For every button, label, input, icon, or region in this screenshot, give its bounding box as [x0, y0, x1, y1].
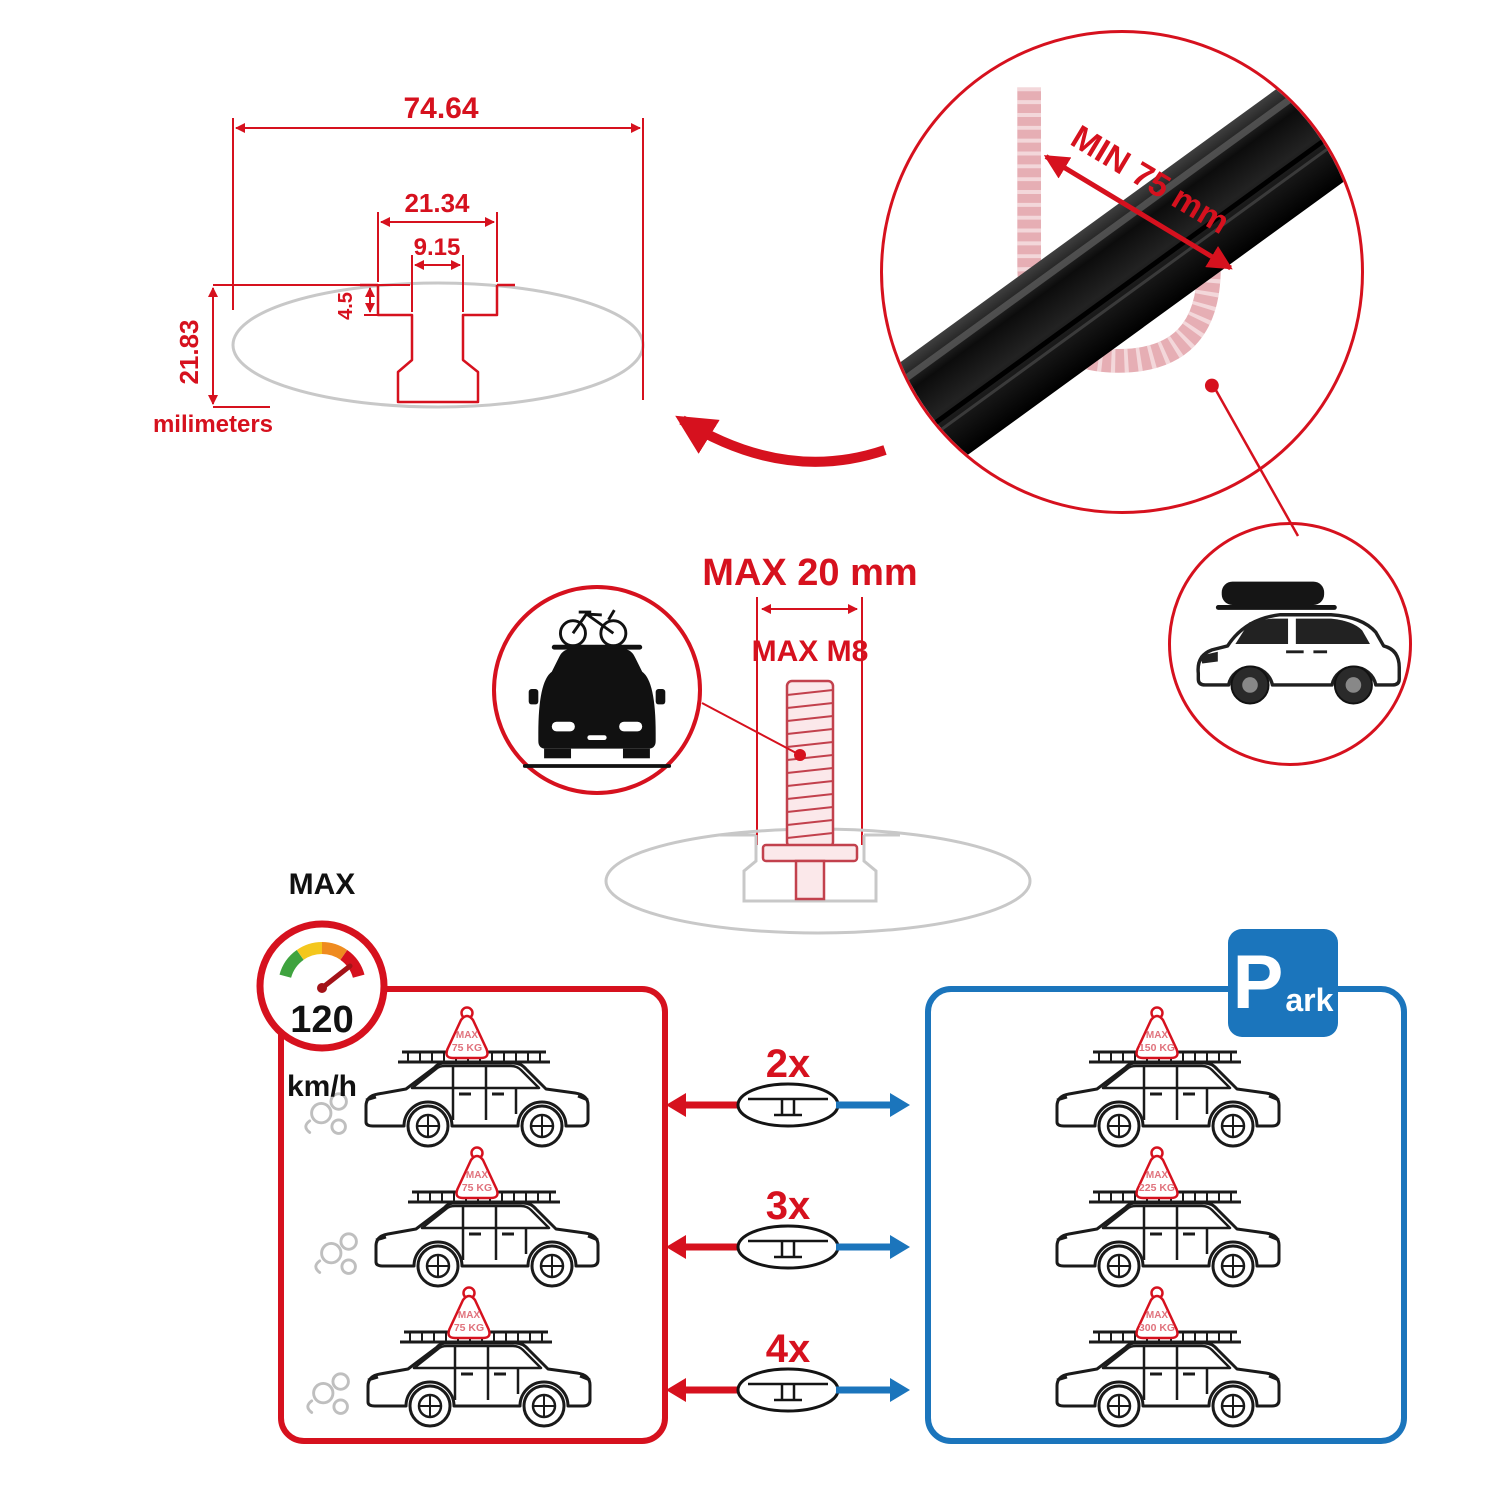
multiplier-label: 2x	[766, 1042, 811, 1086]
dim-total-height: 21.83	[174, 284, 390, 408]
car-front-silhouette	[522, 648, 672, 768]
t-slot-profile	[360, 283, 515, 404]
units-label: milimeters	[153, 411, 273, 438]
park-sign-p: P	[1232, 939, 1284, 1025]
bolt-illustration	[761, 679, 859, 901]
tag-load-value: 75 KG	[462, 1182, 492, 1194]
tag-load-value: 300 KG	[1139, 1322, 1175, 1334]
load-tag-parked-1: MAX 150 KG	[1135, 1006, 1179, 1060]
crossbar-count-row-2x: 2x	[666, 1042, 910, 1128]
tag-max-label: MAX	[466, 1170, 489, 1181]
suv-illustration	[1196, 581, 1401, 705]
dim-total-height-label: 21.83	[174, 319, 204, 384]
dim-slot-width: 9.15	[411, 234, 464, 312]
dim-total-width: 74.64	[232, 92, 644, 400]
dim-slot-width-label: 9.15	[414, 234, 461, 261]
dim-total-width-label: 74.64	[403, 92, 478, 125]
tag-max-label: MAX	[1146, 1030, 1169, 1041]
tag-max-label: MAX	[1146, 1170, 1169, 1181]
left-arrowhead	[666, 1235, 686, 1259]
gauge-needle	[319, 963, 353, 991]
park-sign-ark: ark	[1285, 982, 1334, 1018]
crossbar-profile-icon	[736, 1224, 840, 1270]
bolt-leader-line	[701, 702, 801, 756]
tag-max-label: MAX	[1146, 1310, 1169, 1321]
crossbar-detail-circle: MIN 75 mm	[880, 30, 1364, 514]
dim-channel-width: 21.34	[377, 188, 498, 282]
bike-car-circle	[492, 585, 702, 795]
bike-icon	[559, 609, 628, 648]
crossbar-count-diagram: 2x 3x 4x	[666, 1042, 910, 1413]
multiplier-label: 4x	[766, 1327, 811, 1371]
multiplier-label: 3x	[766, 1184, 811, 1228]
load-tag-parked-2: MAX 225 KG	[1135, 1146, 1179, 1200]
speed-limit-gauge: MAX 120 km/h	[256, 868, 388, 1103]
crossbar-count-row-4x: 4x	[666, 1327, 910, 1413]
dim-channel-width-label: 21.34	[404, 188, 470, 218]
max-thread-label: MAX M8	[752, 635, 869, 668]
gauge-value: 120	[290, 999, 353, 1041]
park-sign: P ark	[1228, 929, 1338, 1037]
gauge-pivot	[317, 983, 327, 993]
dimension-drawing: 74.64 21.34 9.15 4.5 21.83 milimeters	[153, 92, 645, 438]
bike-car-illustration	[522, 609, 672, 768]
gauge-max-label: MAX	[289, 868, 356, 901]
gauge-unit: km/h	[287, 1070, 357, 1103]
crossbar-count-row-3x: 3x	[666, 1184, 910, 1270]
dim-flange-depth-label: 4.5	[335, 292, 357, 320]
right-arrowhead	[890, 1235, 910, 1259]
max-width-label: MAX 20 mm	[702, 552, 917, 594]
crossbar-profile-icon	[736, 1367, 840, 1413]
load-tag-driving-1: MAX 75 KG	[445, 1006, 489, 1060]
right-arrowhead	[890, 1093, 910, 1117]
pointer-arrow	[675, 415, 887, 467]
tag-load-value: 150 KG	[1139, 1042, 1175, 1054]
roofbox-suv-circle	[1168, 522, 1412, 766]
right-arrowhead	[890, 1378, 910, 1402]
load-tag-parked-3: MAX 300 KG	[1135, 1286, 1179, 1340]
gauge-arc	[279, 942, 365, 979]
tag-load-value: 75 KG	[454, 1322, 484, 1334]
crossbar-image: MIN 75 mm	[883, 33, 1361, 511]
bolt-diagram: MAX 20 mm MAX M8	[604, 552, 1032, 935]
tag-load-value: 75 KG	[452, 1042, 482, 1054]
tag-max-label: MAX	[456, 1030, 479, 1041]
detail-connector-line	[1211, 384, 1300, 537]
tag-load-value: 225 KG	[1139, 1182, 1175, 1194]
bar-section-ellipse	[231, 281, 645, 409]
crossbar-profile-icon	[736, 1082, 840, 1128]
left-arrowhead	[666, 1093, 686, 1117]
load-tag-driving-3: MAX 75 KG	[447, 1286, 491, 1340]
tag-max-label: MAX	[458, 1310, 481, 1321]
left-arrowhead	[666, 1378, 686, 1402]
load-tag-driving-2: MAX 75 KG	[455, 1146, 499, 1200]
